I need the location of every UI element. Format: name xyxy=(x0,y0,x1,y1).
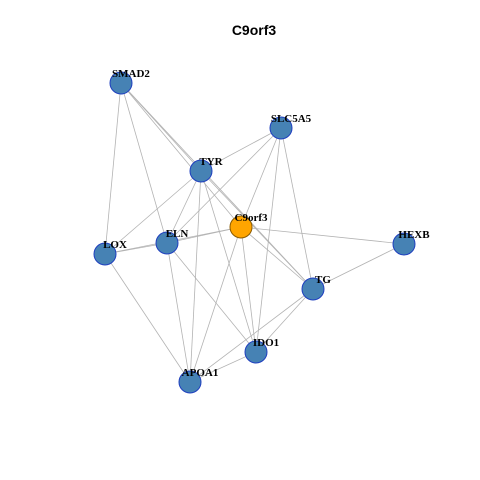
node-label: SLC5A5 xyxy=(271,113,312,125)
edge-smad2-c9orf3 xyxy=(120,82,242,228)
node-circle xyxy=(301,277,325,301)
node-label: TYR xyxy=(199,156,223,168)
node-slc5a5: SLC5A5 xyxy=(269,113,312,140)
node-label: C9orf3 xyxy=(235,212,268,224)
node-apoa1: APOA1 xyxy=(178,367,219,394)
node-label: IDO1 xyxy=(253,337,279,349)
edge-tyr-apoa1 xyxy=(189,170,202,383)
edge-smad2-tg xyxy=(120,82,314,290)
node-circle xyxy=(109,71,133,95)
node-lox: LOX xyxy=(93,239,127,266)
node-label: ELN xyxy=(166,228,189,240)
node-label: LOX xyxy=(103,239,127,251)
node-circle xyxy=(155,231,179,255)
node-circle xyxy=(178,370,202,394)
node-label: HEXB xyxy=(398,229,430,241)
node-circle xyxy=(269,116,293,140)
edge-c9orf3-apoa1 xyxy=(189,226,242,383)
node-circle xyxy=(244,340,268,364)
node-tyr: TYR xyxy=(189,156,224,183)
node-label: APOA1 xyxy=(182,367,219,379)
node-circle xyxy=(229,215,253,239)
edge-eln-apoa1 xyxy=(166,242,191,383)
node-circle xyxy=(392,232,416,256)
node-smad2: SMAD2 xyxy=(109,68,150,95)
node-eln: ELN xyxy=(155,228,189,255)
node-circle xyxy=(189,159,213,183)
edge-smad2-eln xyxy=(120,82,168,244)
node-c9orf3: C9orf3 xyxy=(229,212,268,239)
node-label: TG xyxy=(315,274,331,286)
edge-tg-ido1 xyxy=(255,288,314,353)
node-tg: TG xyxy=(301,274,331,301)
edge-slc5a5-tg xyxy=(280,127,314,290)
edge-c9orf3-tg xyxy=(240,226,314,290)
edge-smad2-lox xyxy=(104,82,122,255)
edge-slc5a5-tyr xyxy=(200,127,282,172)
edge-ido1-apoa1 xyxy=(189,351,257,383)
edge-eln-ido1 xyxy=(166,242,257,353)
edge-slc5a5-c9orf3 xyxy=(240,127,282,228)
edges-layer xyxy=(104,82,405,383)
edge-c9orf3-hexb xyxy=(240,226,405,245)
edge-tyr-eln xyxy=(166,170,202,244)
node-ido1: IDO1 xyxy=(244,337,279,364)
edge-slc5a5-eln xyxy=(166,127,282,244)
edge-c9orf3-eln xyxy=(166,226,242,244)
edge-hexb-tg xyxy=(312,243,405,290)
edge-lox-apoa1 xyxy=(104,253,191,383)
edge-tyr-tg xyxy=(200,170,314,290)
edge-slc5a5-ido1 xyxy=(255,127,282,353)
edge-tyr-ido1 xyxy=(200,170,257,353)
diagram-title: C9orf3 xyxy=(232,22,277,38)
edge-tyr-lox xyxy=(104,170,202,255)
node-label: SMAD2 xyxy=(112,68,150,80)
node-circle xyxy=(93,242,117,266)
edge-c9orf3-ido1 xyxy=(240,226,257,353)
edge-tg-apoa1 xyxy=(189,288,314,383)
node-hexb: HEXB xyxy=(392,229,430,256)
